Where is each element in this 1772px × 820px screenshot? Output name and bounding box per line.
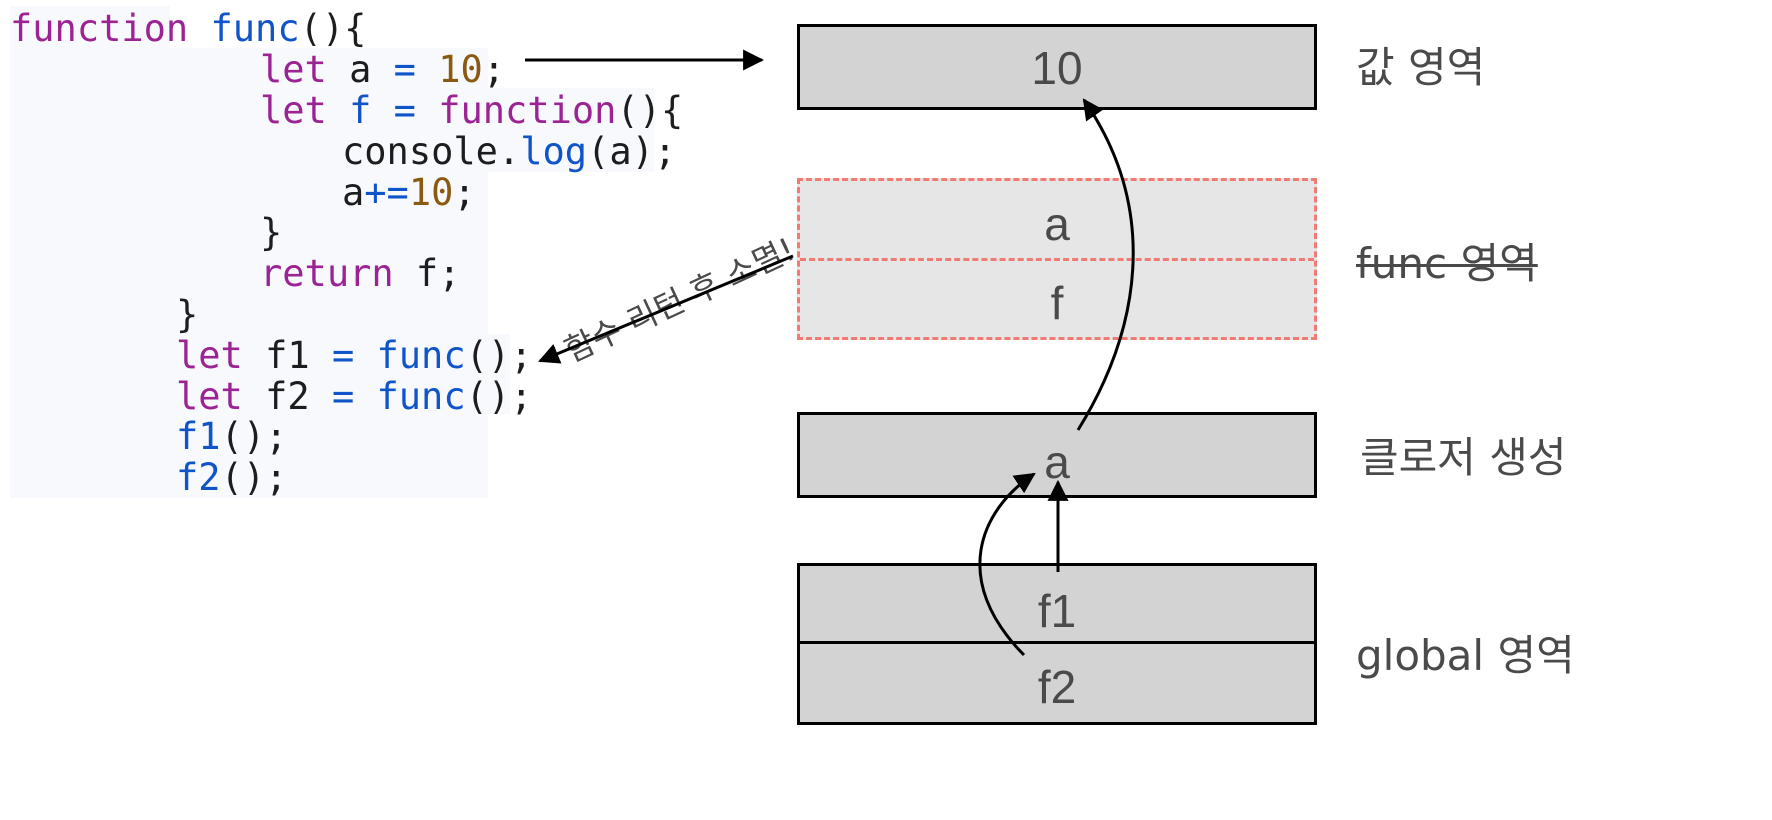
value-cell-text: 10 — [1031, 42, 1083, 94]
global-cell-f2: f2 — [1037, 661, 1077, 713]
code-token: } — [260, 211, 283, 254]
code-line-7: return f; — [260, 251, 460, 297]
global-area-divider — [800, 641, 1314, 644]
closure-to-value-arrow — [1076, 98, 1135, 431]
func-cell-f: f — [1050, 277, 1064, 329]
value-area-box: 10 — [797, 24, 1317, 110]
code-token: log — [520, 130, 588, 173]
code-line-8: } — [176, 292, 198, 338]
global-area-box: f1 f2 — [797, 563, 1317, 725]
destroyed-arrow — [538, 254, 794, 364]
code-token: function — [438, 89, 617, 132]
code-token: func — [376, 334, 466, 377]
code-token: return — [260, 252, 394, 295]
code-line-5: a+=10; — [342, 170, 476, 216]
code-line-12: f2(); — [176, 455, 287, 501]
code-token: 10 — [438, 48, 483, 91]
code-line-4: console.log(a); — [342, 129, 676, 175]
f2-to-closure-arrow — [978, 472, 1036, 657]
func-area-label: func 영역 — [1356, 239, 1538, 288]
code-background — [488, 88, 654, 172]
code-token: = — [393, 89, 416, 132]
func-area-divider — [800, 258, 1314, 261]
code-token: f1 — [242, 334, 332, 377]
code-token: = — [331, 334, 355, 377]
func-cell-a: a — [1044, 198, 1070, 250]
code-token: f — [349, 89, 372, 132]
code-background — [170, 48, 488, 498]
code-token: let — [176, 375, 243, 418]
code-token: (); — [465, 334, 533, 377]
code-line-3: let f = function(){ — [260, 88, 683, 134]
code-token: (); — [220, 415, 288, 458]
code-background — [10, 6, 170, 498]
code-token: (){ — [299, 7, 367, 50]
code-line-1: function func(){ — [10, 6, 366, 52]
global-cell-f1: f1 — [1037, 585, 1077, 637]
func-area-box: a f — [797, 178, 1317, 340]
code-line-2: let a = 10; — [260, 47, 505, 93]
code-background — [488, 334, 510, 414]
code-token: a — [342, 171, 365, 214]
code-token: (); — [465, 375, 533, 418]
code-token: f1 — [176, 415, 221, 458]
code-token: 10 — [408, 171, 454, 214]
code-token: let — [260, 89, 327, 132]
code-line-10: let f2 = func(); — [176, 374, 532, 420]
code-token: = — [393, 48, 416, 91]
code-token: += — [364, 171, 409, 214]
code-token: function — [10, 7, 189, 50]
code-token: func — [376, 375, 466, 418]
closure-label: 클로저 생성 — [1360, 433, 1567, 482]
code-token: a — [326, 48, 394, 91]
code-token: } — [176, 293, 199, 336]
code-token: f2 — [176, 456, 221, 499]
code-token: let — [176, 334, 243, 377]
code-token: console. — [342, 130, 521, 173]
code-token: (); — [220, 456, 288, 499]
closure-cell-a: a — [1044, 436, 1070, 488]
value-area-label: 값 영역 — [1356, 43, 1486, 92]
code-line-11: f1(); — [176, 414, 287, 460]
global-area-label: global 영역 — [1356, 631, 1575, 680]
code-token: f2 — [242, 375, 332, 418]
code-line-6: } — [260, 210, 282, 256]
code-token: (a); — [587, 130, 677, 173]
code-token: let — [260, 48, 327, 91]
code-token: (){ — [616, 89, 684, 132]
code-token: ; — [482, 48, 506, 91]
code-token: ; — [453, 171, 476, 214]
code-line-9: let f1 = func(); — [176, 333, 532, 379]
code-token: f; — [393, 252, 461, 295]
code-token: = — [331, 375, 355, 418]
code-token: func — [210, 7, 300, 50]
